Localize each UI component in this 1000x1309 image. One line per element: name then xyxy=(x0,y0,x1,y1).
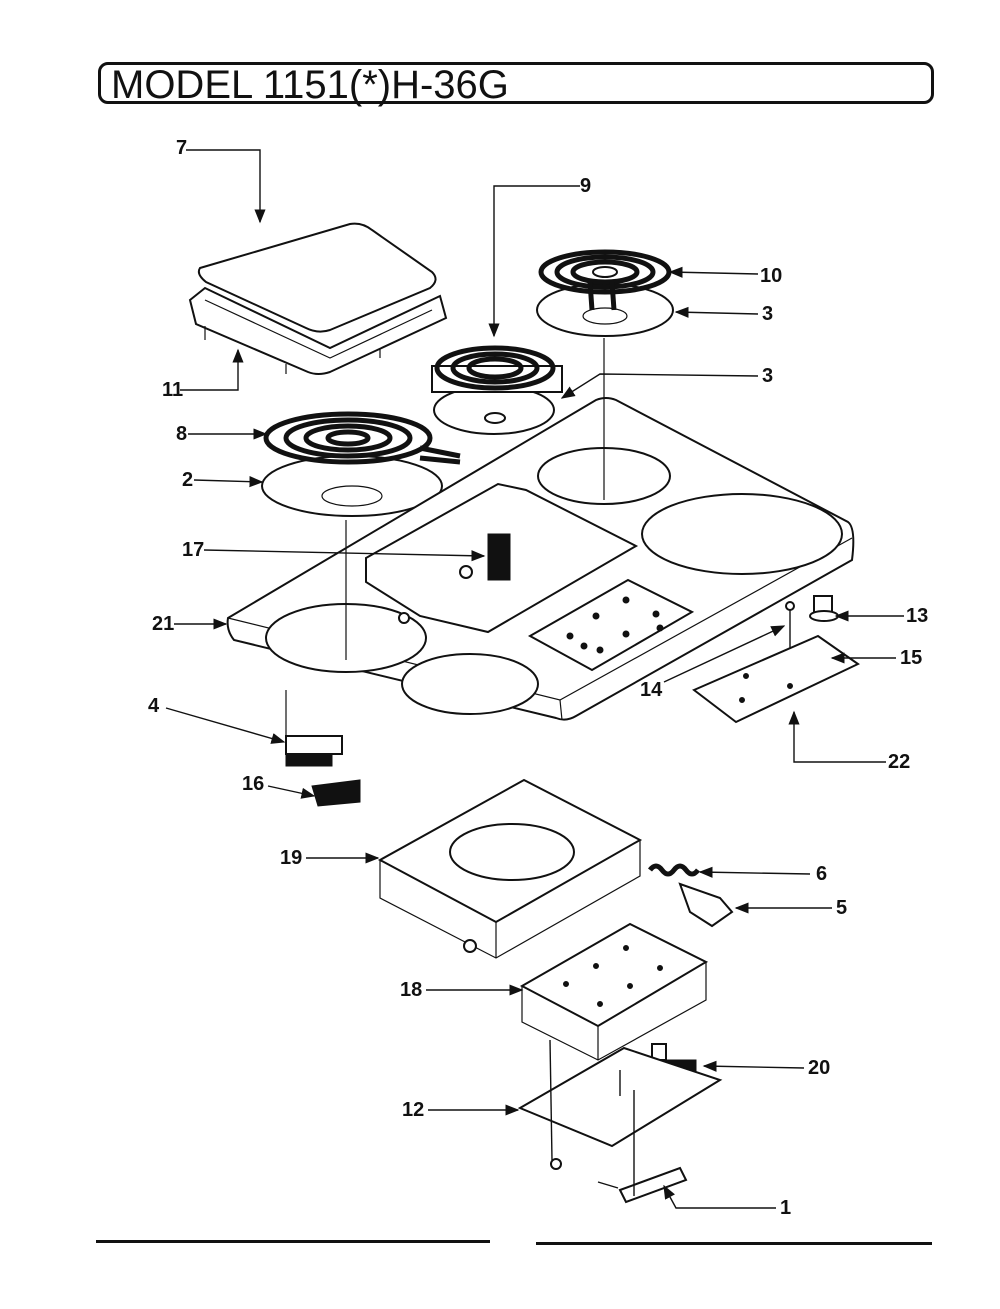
callout-19: 19 xyxy=(280,847,302,869)
callout-15: 15 xyxy=(900,647,922,669)
callout-22: 22 xyxy=(888,751,910,773)
bottom-rule-left xyxy=(96,1240,490,1243)
callout-3-upper: 3 xyxy=(762,303,773,325)
bottom-rule-right xyxy=(536,1242,932,1245)
callout-4: 4 xyxy=(148,695,160,717)
callout-12: 12 xyxy=(402,1099,424,1121)
callout-21: 21 xyxy=(152,613,174,635)
callout-18: 18 xyxy=(400,979,422,1001)
model-title: MODEL 1151(*)H-36G xyxy=(111,63,509,107)
callout-16: 16 xyxy=(242,773,264,795)
callout-20: 20 xyxy=(808,1057,830,1079)
guide-lines xyxy=(285,338,605,738)
callout-13: 13 xyxy=(906,605,928,627)
callout-5: 5 xyxy=(836,897,847,919)
callout-14: 14 xyxy=(640,679,663,701)
callout-7: 7 xyxy=(176,137,187,159)
callout-11: 11 xyxy=(162,379,183,401)
receptacle-block xyxy=(459,533,511,581)
spring-and-socket xyxy=(648,863,734,928)
terminal-strip xyxy=(597,1070,688,1204)
terminal-block xyxy=(285,735,361,807)
griddle-frame xyxy=(188,286,448,375)
control-box xyxy=(519,922,709,1061)
callout-10: 10 xyxy=(760,265,782,287)
surface-element-medium xyxy=(431,345,563,435)
callout-8: 8 xyxy=(176,423,187,445)
model-title-box: MODEL 1151(*)H-36G xyxy=(98,62,934,107)
griddle-plate xyxy=(197,222,437,333)
callout-3-lower: 3 xyxy=(762,365,773,387)
callout-2: 2 xyxy=(182,469,193,491)
callout-1: 1 xyxy=(780,1197,791,1219)
leader-lines xyxy=(165,149,904,1209)
callout-17: 17 xyxy=(182,539,204,561)
element-support-bracket xyxy=(377,778,643,959)
callout-9: 9 xyxy=(580,175,591,197)
surface-element-small xyxy=(536,249,674,337)
callout-6: 6 xyxy=(816,863,827,885)
surface-element-large xyxy=(261,411,461,517)
callout-labels: 7 9 10 3 3 11 8 2 17 21 13 15 14 22 4 16… xyxy=(148,137,928,1219)
bottom-cover xyxy=(517,1039,723,1170)
